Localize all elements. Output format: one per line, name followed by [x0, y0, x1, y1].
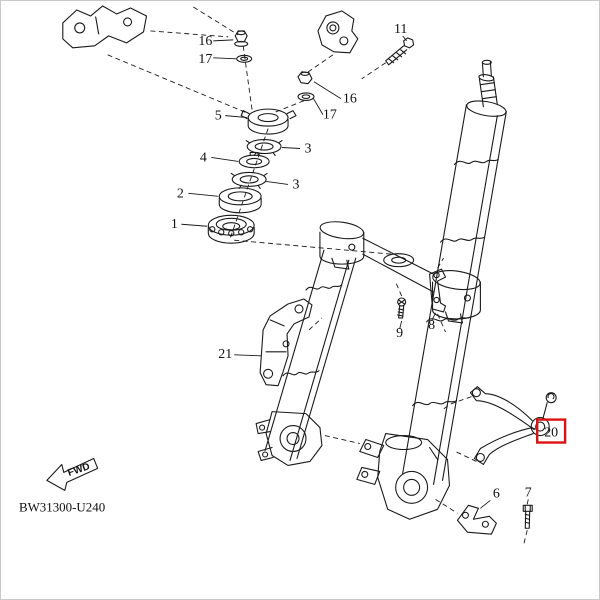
part-nut-16-b — [297, 71, 313, 85]
triple-clamp — [319, 221, 481, 324]
callout-5[interactable]: 5 — [215, 109, 222, 124]
callout-8[interactable]: 8 — [428, 318, 435, 333]
callout-leader-lines — [181, 35, 538, 509]
screw-9-part — [397, 297, 407, 319]
part-ringnut-3-b — [230, 171, 268, 189]
axle-bracket-left — [255, 411, 323, 466]
callout-6[interactable]: 6 — [493, 486, 500, 501]
callout-17-b[interactable]: 17 — [323, 108, 337, 123]
upper-holder-part — [317, 10, 359, 54]
callout-21[interactable]: 21 — [218, 347, 232, 362]
bracket-top-left-part — [62, 5, 148, 49]
assembly-dashed-lines — [107, 6, 528, 547]
part-cover-2 — [218, 187, 262, 214]
part-nut-16-a — [234, 30, 249, 47]
callout-4[interactable]: 4 — [200, 150, 207, 165]
callout-3-a[interactable]: 3 — [304, 141, 311, 156]
bolt-7-part — [522, 504, 533, 529]
callout-20[interactable]: 20 — [544, 426, 558, 441]
bracket-8-part — [429, 268, 447, 313]
part-ringnut-3-a — [245, 138, 283, 157]
callout-16-a[interactable]: 16 — [198, 34, 212, 49]
part-washer-17-a — [236, 54, 253, 63]
bracket-6-part — [456, 504, 497, 535]
callout-11[interactable]: 11 — [394, 22, 407, 37]
fork-tube-right — [402, 59, 507, 485]
part-washer-17-b — [297, 92, 315, 102]
callout-3-b[interactable]: 3 — [293, 177, 300, 192]
callout-1[interactable]: 1 — [171, 217, 178, 232]
highlight-box — [536, 418, 567, 444]
bracket-21-part — [259, 298, 313, 387]
callout-16-b[interactable]: 16 — [343, 92, 357, 107]
fork-tube-left — [264, 249, 357, 462]
part-cap-5 — [240, 108, 297, 135]
fwd-arrow: FWD — [46, 457, 99, 491]
callout-17-a[interactable]: 17 — [198, 52, 212, 67]
callout-2[interactable]: 2 — [177, 186, 184, 201]
diagram-code: BW31300-U240 — [19, 499, 105, 514]
part-washer-4 — [238, 151, 270, 169]
callout-7[interactable]: 7 — [525, 485, 532, 500]
callout-9[interactable]: 9 — [396, 326, 403, 341]
part-bolt-11 — [385, 37, 415, 66]
fwd-arrow-label: FWD — [66, 461, 91, 479]
axle-bracket-right — [356, 433, 451, 520]
stay-20-part — [469, 386, 557, 465]
part-bearing-1 — [207, 214, 255, 244]
